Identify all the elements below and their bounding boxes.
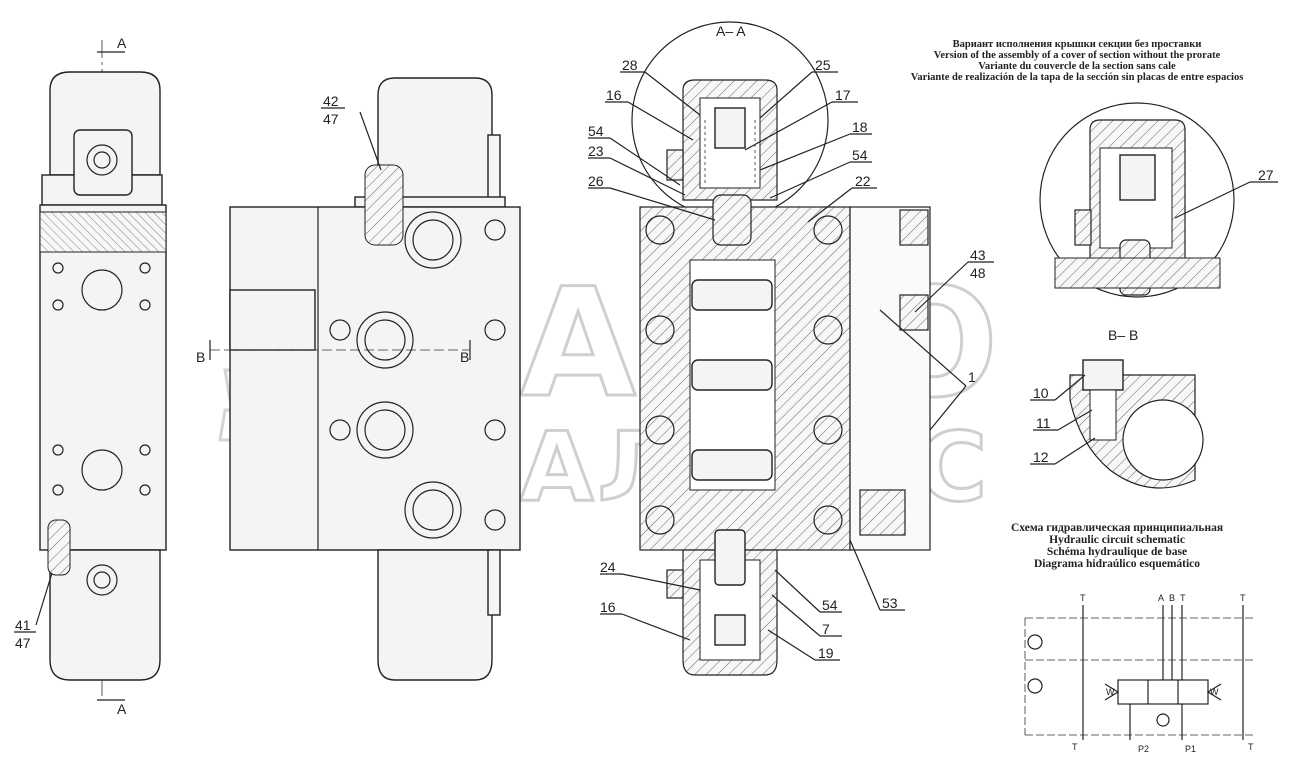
variant-caption-fr: Variante du couvercle de la section sans… xyxy=(978,61,1176,72)
callout-10: 10 xyxy=(1033,385,1049,401)
callout-12: 12 xyxy=(1033,449,1049,465)
port-t-left-bottom: T xyxy=(1072,742,1078,752)
variant-detail: 27 xyxy=(1039,102,1278,298)
callout-18: 18 xyxy=(852,119,868,135)
section-bb-title: B– B xyxy=(1108,327,1138,343)
port-a: A xyxy=(1158,593,1164,603)
schematic-caption: Схема гидравлическая принципиальная Hydr… xyxy=(1011,522,1223,570)
callout-11: 11 xyxy=(1036,415,1051,431)
callout-1: 1 xyxy=(968,369,976,385)
callout-43: 43 xyxy=(970,247,986,263)
callout-42: 42 xyxy=(323,93,339,109)
variant-caption: Вариант исполнения крышки секции без про… xyxy=(911,39,1244,83)
variant-caption-ru: Вариант исполнения крышки секции без про… xyxy=(953,39,1202,50)
callout-53: 53 xyxy=(882,595,898,611)
section-b-left-label: B xyxy=(196,349,205,365)
callout-24: 24 xyxy=(600,559,616,575)
section-b-right-label: B xyxy=(460,349,469,365)
schematic-caption-ru: Схема гидравлическая принципиальная xyxy=(1011,522,1223,534)
callout-23: 23 xyxy=(588,143,604,159)
callout-54-lower: 54 xyxy=(822,597,838,613)
variant-caption-es: Variante de realización de la tapa de la… xyxy=(911,72,1244,83)
left-side-view: A A 41 47 xyxy=(14,35,167,717)
port-t-mid: T xyxy=(1180,593,1186,603)
callout-22: 22 xyxy=(855,173,871,189)
section-b-b: B– B 10 11 12 xyxy=(1030,327,1204,489)
section-aa-title: A– A xyxy=(716,23,746,39)
section-a-a: A– A 28 25 16 17 54 xyxy=(588,21,994,676)
callout-26: 26 xyxy=(588,173,604,189)
callout-41: 41 xyxy=(15,617,31,633)
schematic-caption-es: Diagrama hidraúlico esquemático xyxy=(1034,558,1200,570)
callout-17: 17 xyxy=(835,87,851,103)
port-t-left-top: T xyxy=(1080,593,1086,603)
port-p1: P1 xyxy=(1185,744,1196,754)
callout-54-left: 54 xyxy=(588,123,604,139)
callout-27: 27 xyxy=(1258,167,1274,183)
port-b: B xyxy=(1169,593,1175,603)
callout-19: 19 xyxy=(818,645,834,661)
schematic-caption-fr: Schéma hydraulique de base xyxy=(1047,546,1187,558)
section-a-top-label: A xyxy=(117,35,127,51)
variant-caption-en: Version of the assembly of a cover of se… xyxy=(934,50,1221,61)
hydraulic-schematic: T A B T T W W T P2 P1 T xyxy=(1024,593,1255,754)
front-view: 42 47 B B xyxy=(196,77,521,681)
callout-48: 48 xyxy=(970,265,986,281)
callout-47-lower: 47 xyxy=(15,635,31,651)
callout-7: 7 xyxy=(822,621,830,637)
callout-54-right: 54 xyxy=(852,147,868,163)
callout-16-lower: 16 xyxy=(600,599,616,615)
schematic-caption-en: Hydraulic circuit schematic xyxy=(1049,534,1185,546)
port-p2: P2 xyxy=(1138,744,1149,754)
port-w-left: W xyxy=(1106,687,1115,697)
port-w-right: W xyxy=(1210,687,1219,697)
port-t-right-bottom: T xyxy=(1248,742,1254,752)
callout-47-upper: 47 xyxy=(323,111,339,127)
callout-25: 25 xyxy=(815,57,831,73)
port-t-right-top: T xyxy=(1240,593,1246,603)
section-a-bottom-label: A xyxy=(117,701,127,717)
callout-28: 28 xyxy=(622,57,638,73)
callout-16-upper: 16 xyxy=(606,87,622,103)
